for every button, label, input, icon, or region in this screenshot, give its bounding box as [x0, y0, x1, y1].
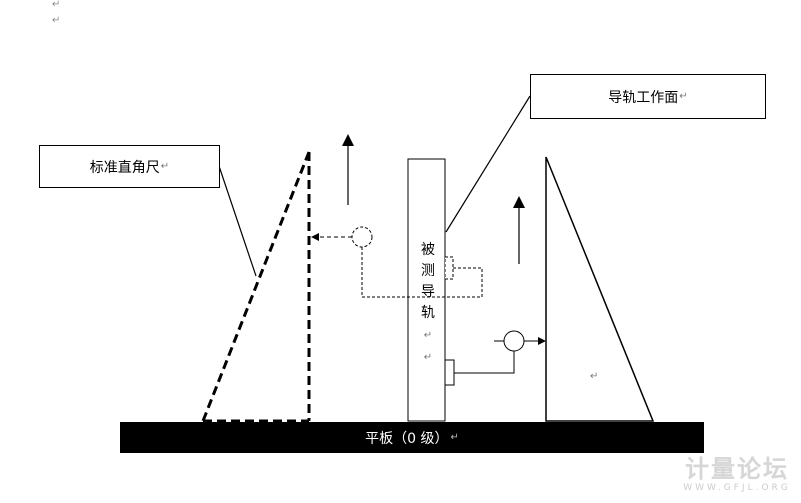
paragraph-mark: ↵	[590, 371, 599, 382]
paragraph-mark: ↵	[423, 330, 433, 341]
base-plate: 平板（0 级）↵	[120, 422, 704, 453]
working-face-label: 导轨工作面↵	[530, 74, 766, 119]
dial-indicator-right	[444, 330, 546, 386]
rail-char: 测	[421, 263, 435, 279]
rail-under-test-shape	[407, 158, 446, 422]
rail-char: 被	[421, 242, 435, 258]
standard-square-leader-line	[218, 165, 257, 277]
base-plate-text: 平板（0 级）	[365, 430, 449, 447]
watermark-url: WWW.GFJL.ORG	[683, 483, 791, 493]
paragraph-mark: ↵	[160, 161, 170, 172]
watermark: 计量论坛 WWW.GFJL.ORG	[678, 455, 796, 494]
paragraph-mark: ↵	[423, 352, 433, 363]
working-face-text: 导轨工作面	[608, 89, 679, 106]
working-face-leader-line	[445, 95, 531, 233]
paragraph-mark: ↵	[450, 432, 459, 443]
watermark-title: 计量论坛	[685, 455, 789, 483]
standard-square-label: 标准直角尺↵	[39, 145, 220, 188]
rail-char: 导	[421, 284, 435, 300]
rail-under-test-label: 被 测 导 轨 ↵ ↵	[416, 240, 440, 368]
standard-square-text: 标准直角尺	[89, 159, 160, 176]
paragraph-mark: ↵	[52, 15, 61, 26]
rail-char: 轨	[421, 305, 435, 321]
standard-square-shape	[201, 151, 311, 423]
dial-indicator-left	[311, 226, 483, 298]
paragraph-mark: ↵	[52, 0, 61, 10]
paragraph-mark: ↵	[679, 91, 688, 102]
right-square-shape	[545, 156, 655, 422]
